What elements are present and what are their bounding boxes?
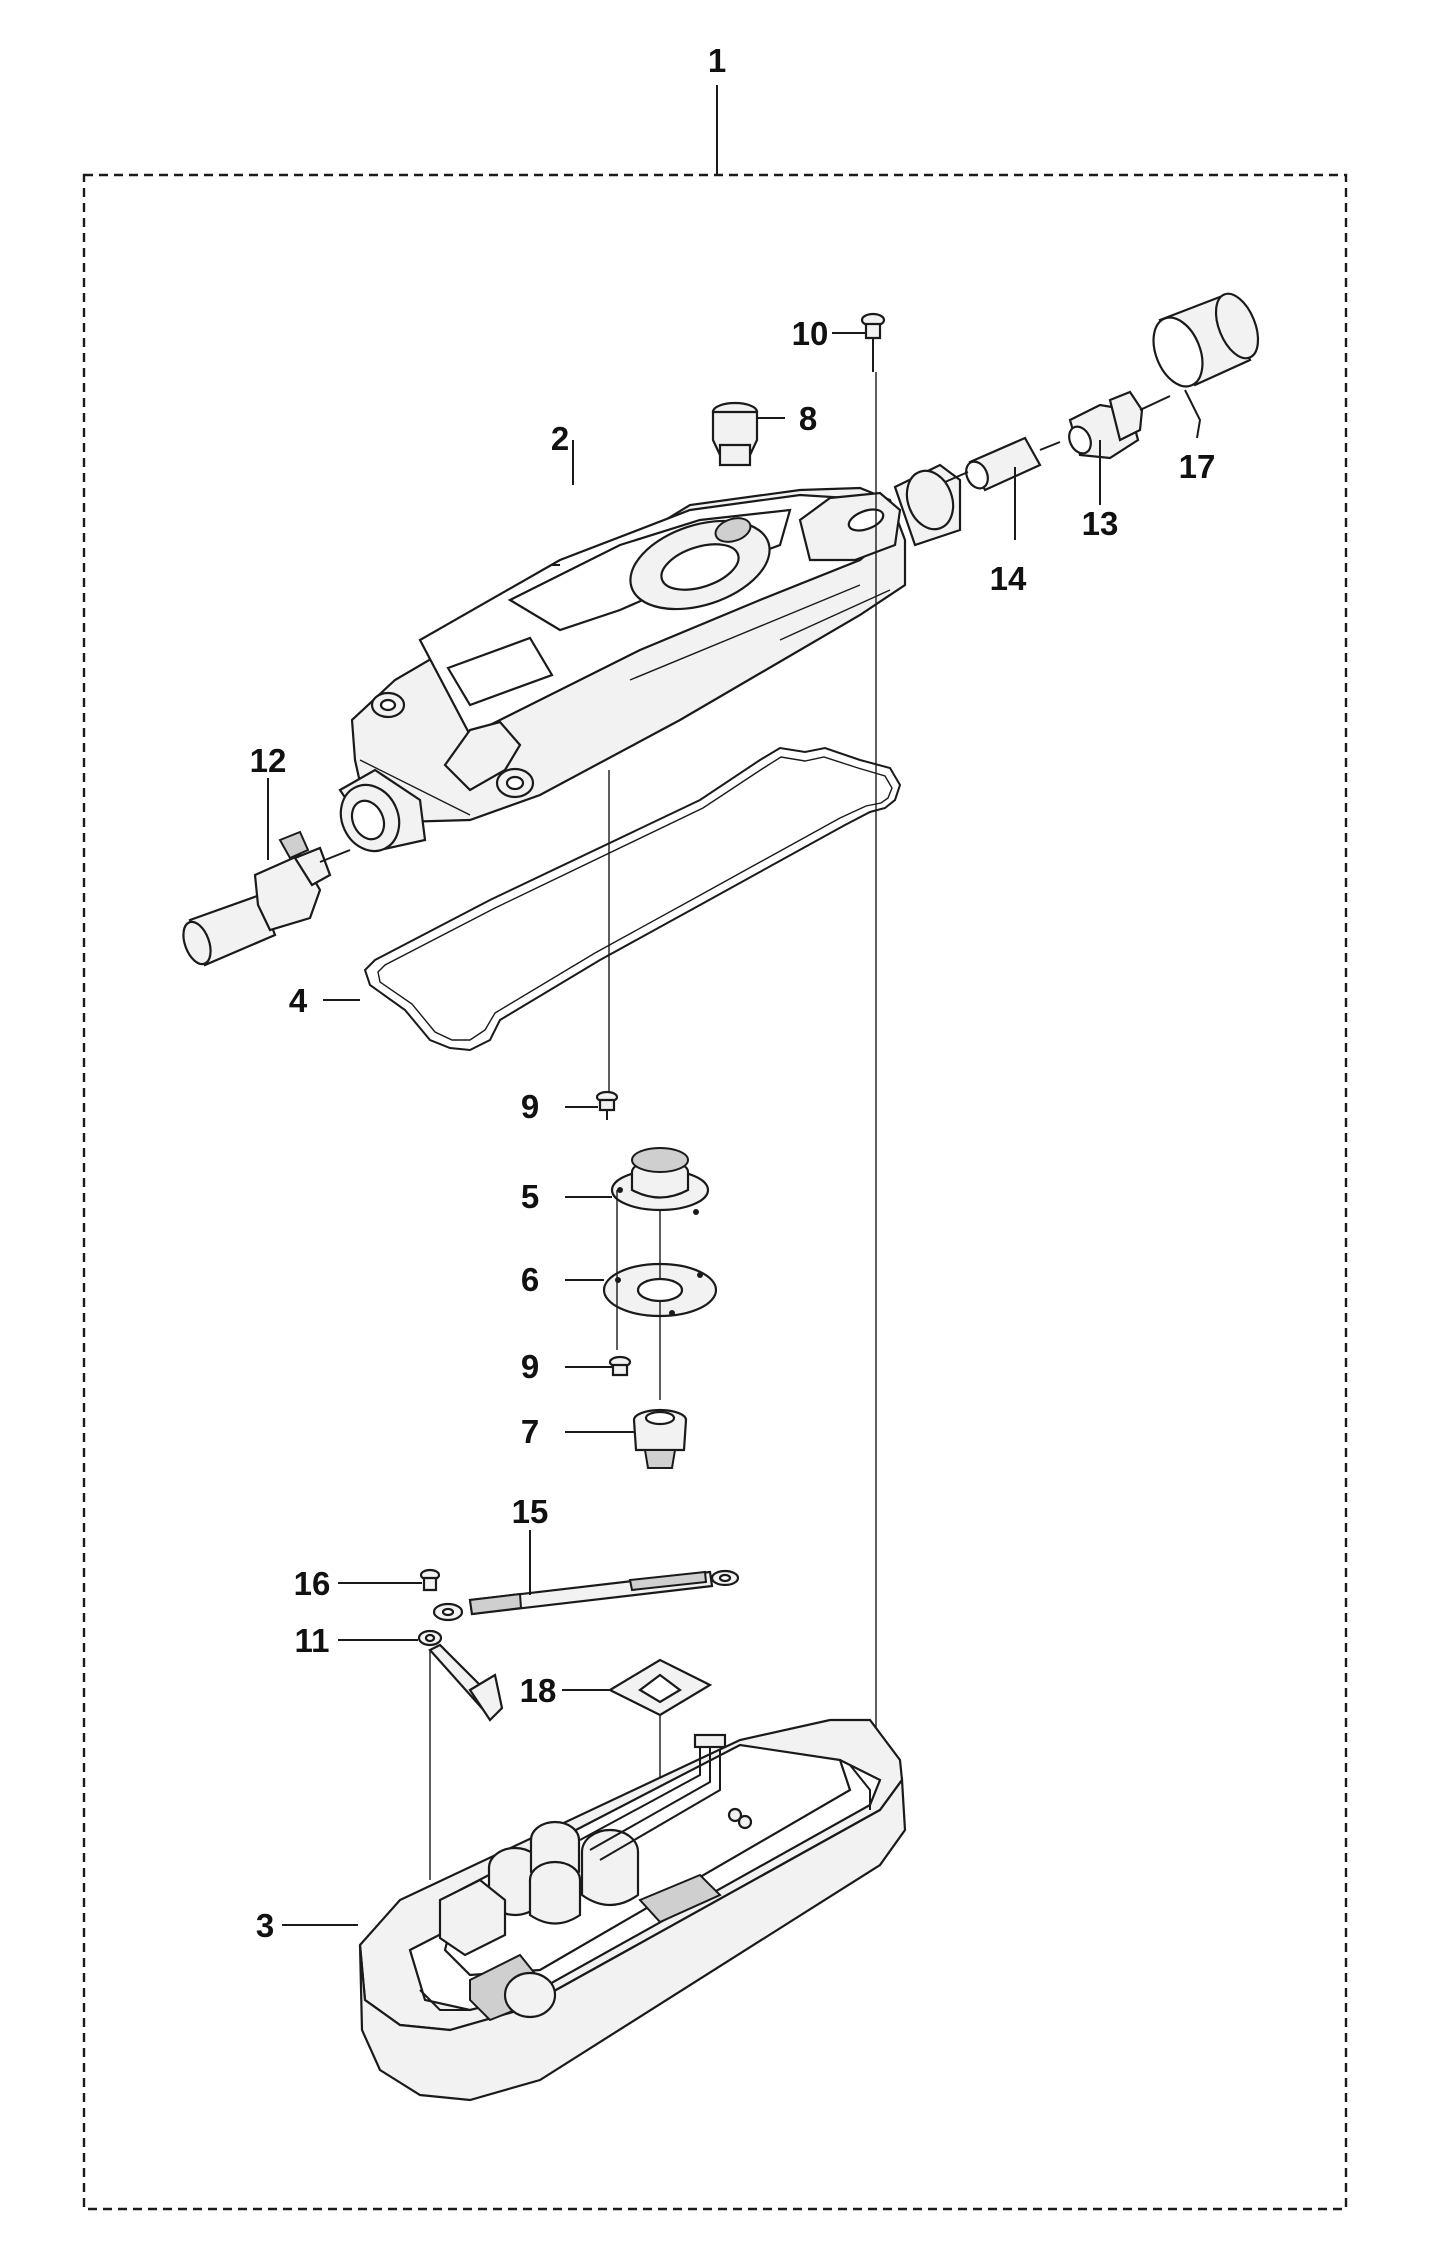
part-18-cable-tie-mount [607, 1658, 713, 1840]
callout-11: 11 [295, 1622, 330, 1659]
part-12-cable-gland [182, 830, 351, 967]
callout-13: 13 [1082, 505, 1119, 542]
callout-2: 2 [551, 420, 569, 457]
callout-14: 14 [990, 560, 1027, 597]
part-2-top-cover [338, 463, 962, 853]
callout-labels: 1 2 3 4 5 6 7 8 9 9 10 11 12 13 14 15 16… [250, 42, 1216, 1944]
leader-lines [267, 332, 1202, 1926]
part-5-switch-cover [610, 1147, 710, 1215]
callout-1: 1 [708, 42, 726, 79]
callout-9-upper: 9 [521, 1088, 539, 1125]
part-11-cable-terminal [417, 1629, 504, 1880]
part-9-screw-upper [595, 770, 619, 1120]
part-16-screw [419, 1568, 441, 1592]
part-4-gasket [363, 746, 902, 1052]
callout-6: 6 [521, 1261, 539, 1298]
callout-7: 7 [521, 1413, 539, 1450]
callout-9-lower: 9 [521, 1348, 539, 1385]
callout-12: 12 [250, 742, 287, 779]
part-6-gasket-ring [602, 1190, 718, 1400]
callout-10: 10 [792, 315, 829, 352]
part-9-screw-lower [608, 1355, 632, 1377]
part-14-bushing [944, 436, 1061, 492]
part-7-switch [632, 1408, 688, 1469]
callout-16: 16 [294, 1565, 331, 1602]
part-13-cable-gland [1068, 390, 1171, 460]
callout-8: 8 [799, 400, 817, 437]
callout-15: 15 [512, 1493, 549, 1530]
part-8-plug [711, 401, 759, 467]
part-17-ring [1152, 292, 1260, 388]
callout-17: 17 [1179, 448, 1216, 485]
assembly-boundary [82, 173, 1348, 2211]
callout-4: 4 [289, 982, 308, 1019]
part-3-base-housing [358, 1718, 907, 2102]
part-15-cable [432, 1569, 740, 1622]
callout-18: 18 [520, 1672, 557, 1709]
leader-17 [1184, 389, 1202, 439]
callout-3: 3 [256, 1907, 274, 1944]
callout-5: 5 [521, 1178, 539, 1215]
